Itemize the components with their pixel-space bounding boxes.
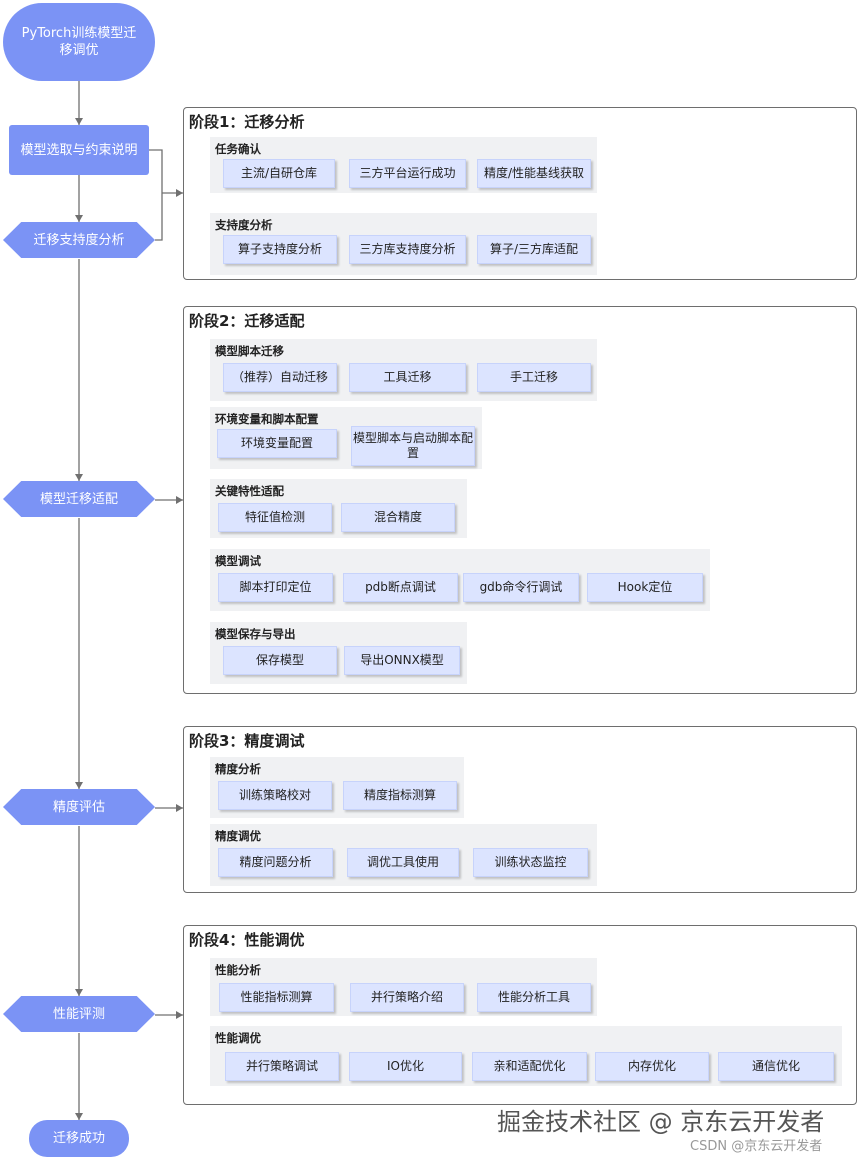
item-box: 性能指标测算	[219, 983, 334, 1012]
group-title: 精度调优	[215, 829, 261, 843]
group-save-export: 模型保存与导出 保存模型 导出ONNX模型	[210, 622, 467, 684]
item-box: 特征值检测	[218, 503, 332, 532]
item-box: 模型脚本与启动脚本配置	[351, 426, 475, 466]
item-box: （推荐）自动迁移	[223, 363, 337, 392]
group-title: 精度分析	[215, 762, 261, 776]
item-box: 脚本打印定位	[218, 573, 333, 602]
item-box: 精度/性能基线获取	[477, 159, 591, 188]
group-key-features: 关键特性适配 特征值检测 混合精度	[210, 479, 467, 538]
item-box: 三方平台运行成功	[349, 159, 466, 188]
group-accuracy-tuning: 精度调优 精度问题分析 调优工具使用 训练状态监控	[210, 824, 597, 886]
item-box: 导出ONNX模型	[344, 646, 460, 675]
item-box: 并行策略介绍	[350, 983, 464, 1012]
stage-title: 阶段4：性能调优	[189, 931, 305, 949]
watermark-juejin: 掘金技术社区 @ 京东云开发者	[497, 1108, 825, 1136]
group-script-migration: 模型脚本迁移 （推荐）自动迁移 工具迁移 手工迁移	[210, 339, 597, 401]
item-box: 三方库支持度分析	[349, 235, 466, 264]
group-title: 关键特性适配	[215, 484, 284, 498]
item-box: 精度问题分析	[218, 848, 333, 877]
flow-model-select-node: 模型选取与约束说明	[9, 125, 149, 175]
group-title: 模型保存与导出	[215, 627, 296, 641]
group-env-config: 环境变量和脚本配置 环境变量配置 模型脚本与启动脚本配置	[210, 407, 482, 469]
group-support-analysis: 支持度分析 算子支持度分析 三方库支持度分析 算子/三方库适配	[210, 213, 597, 275]
item-box: 训练策略校对	[218, 781, 332, 810]
item-box: pdb断点调试	[343, 573, 458, 602]
group-accuracy-analysis: 精度分析 训练策略校对 精度指标测算	[210, 757, 464, 818]
group-performance-analysis: 性能分析 性能指标测算 并行策略介绍 性能分析工具	[210, 958, 597, 1016]
stage-3-box: 阶段3：精度调试 精度分析 训练策略校对 精度指标测算 精度调优 精度问题分析 …	[183, 726, 857, 893]
item-box: 手工迁移	[477, 363, 591, 392]
stage-1-box: 阶段1：迁移分析 任务确认 主流/自研仓库 三方平台运行成功 精度/性能基线获取…	[183, 107, 857, 280]
group-model-debug: 模型调试 脚本打印定位 pdb断点调试 gdb命令行调试 Hook定位	[210, 549, 710, 611]
flow-start-node: PyTorch训练模型迁移调优	[3, 3, 155, 81]
stage-2-box: 阶段2：迁移适配 模型脚本迁移 （推荐）自动迁移 工具迁移 手工迁移 环境变量和…	[183, 306, 857, 694]
item-box: IO优化	[349, 1052, 462, 1081]
group-title: 性能调优	[215, 1031, 261, 1045]
group-title: 性能分析	[215, 963, 261, 977]
flow-end-node: 迁移成功	[29, 1120, 129, 1157]
group-title: 环境变量和脚本配置	[215, 412, 319, 426]
item-box: 通信优化	[718, 1052, 834, 1081]
stage-title: 阶段1：迁移分析	[189, 113, 305, 131]
stage-title: 阶段3：精度调试	[189, 732, 305, 750]
item-box: 性能分析工具	[477, 983, 591, 1012]
item-box: 训练状态监控	[473, 848, 588, 877]
item-box: 保存模型	[223, 646, 337, 675]
item-box: 亲和适配优化	[472, 1052, 587, 1081]
item-box: 精度指标测算	[343, 781, 457, 810]
item-box: gdb命令行调试	[463, 573, 579, 602]
item-box: 算子/三方库适配	[477, 235, 591, 264]
watermark-csdn: CSDN @京东云开发者	[690, 1139, 823, 1154]
item-box: 混合精度	[341, 503, 455, 532]
flow-accuracy-eval-node: 精度评估	[3, 789, 155, 825]
group-title: 任务确认	[215, 142, 261, 156]
stage-4-box: 阶段4：性能调优 性能分析 性能指标测算 并行策略介绍 性能分析工具 性能调优 …	[183, 925, 857, 1105]
group-performance-tuning: 性能调优 并行策略调试 IO优化 亲和适配优化 内存优化 通信优化	[210, 1026, 842, 1086]
group-title: 模型调试	[215, 554, 261, 568]
group-title: 模型脚本迁移	[215, 344, 284, 358]
group-task-confirm: 任务确认 主流/自研仓库 三方平台运行成功 精度/性能基线获取	[210, 137, 597, 193]
flow-migration-analysis-node: 迁移支持度分析	[3, 222, 155, 258]
item-box: 环境变量配置	[217, 429, 337, 458]
item-box: 工具迁移	[349, 363, 466, 392]
item-box: 调优工具使用	[347, 848, 459, 877]
item-box: 主流/自研仓库	[223, 159, 335, 188]
item-box: 内存优化	[595, 1052, 709, 1081]
item-box: Hook定位	[587, 573, 703, 602]
flow-performance-eval-node: 性能评测	[3, 996, 155, 1032]
group-title: 支持度分析	[215, 218, 273, 232]
item-box: 并行策略调试	[225, 1052, 339, 1081]
flow-model-adapt-node: 模型迁移适配	[3, 481, 155, 517]
stage-title: 阶段2：迁移适配	[189, 312, 305, 330]
item-box: 算子支持度分析	[223, 235, 337, 264]
